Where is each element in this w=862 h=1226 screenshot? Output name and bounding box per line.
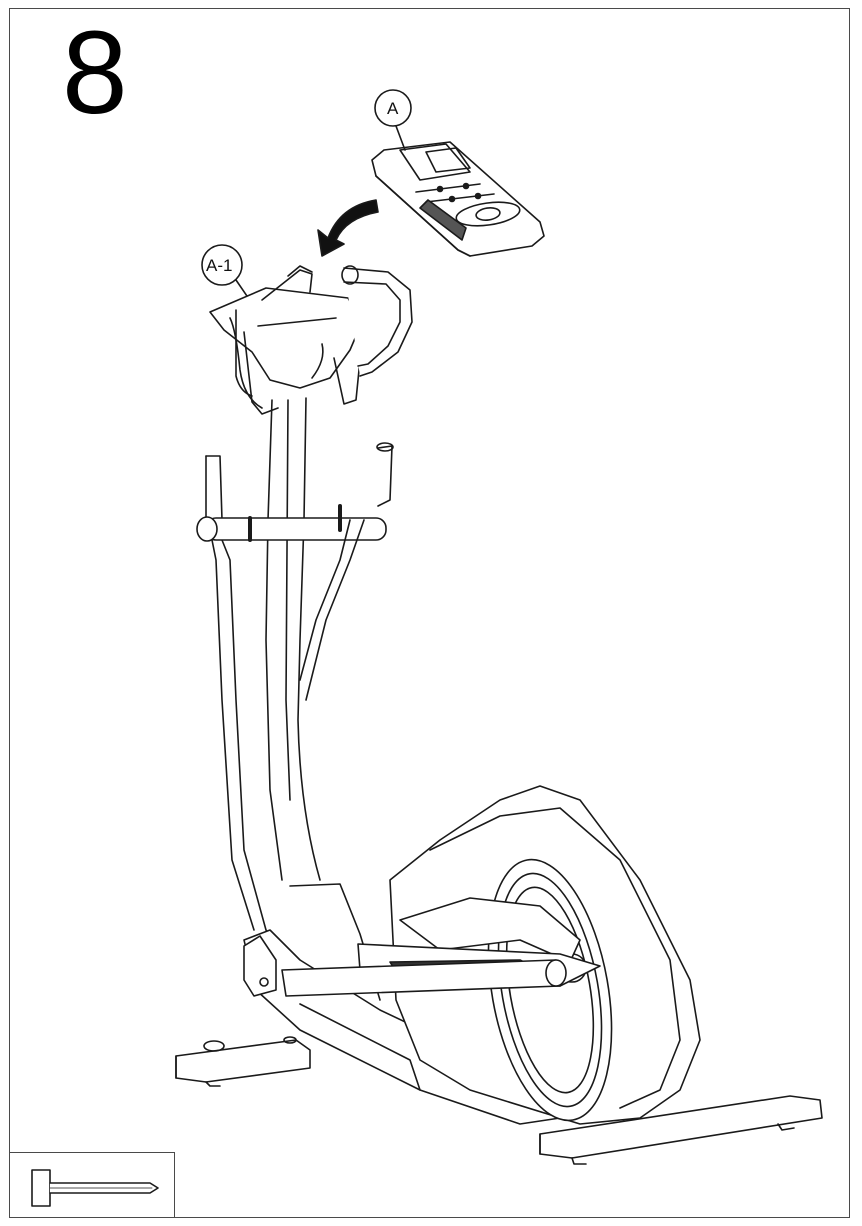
console-icon [371,141,545,257]
curved-arrow-icon [317,199,379,257]
page-frame [9,8,850,1218]
callout-a: A [374,89,412,151]
callout-a1-label: A-1 [206,256,232,275]
screwdriver-icon [31,1169,159,1207]
callout-a-label: A [387,99,399,118]
tool-box [9,1152,175,1218]
step-number: 8 [62,7,128,139]
elliptical-trainer-illustration [175,265,823,1165]
callout-a1: A-1 [201,244,263,319]
